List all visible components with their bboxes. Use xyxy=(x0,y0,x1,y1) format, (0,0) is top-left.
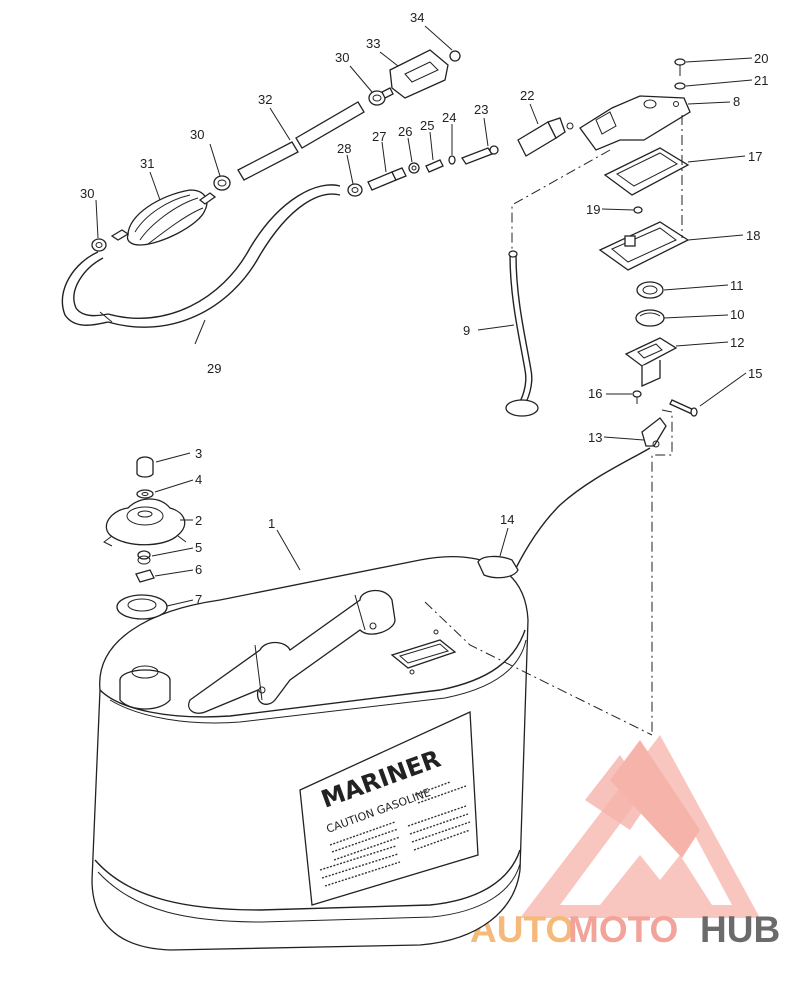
leader-lines xyxy=(95,25,753,607)
gasket-17 xyxy=(603,147,690,196)
label-32: 32 xyxy=(258,92,272,107)
screw-20 xyxy=(674,58,686,76)
label-28: 28 xyxy=(337,141,351,156)
o-ring-34 xyxy=(449,50,461,62)
hose-clamp-30-left xyxy=(91,238,107,252)
label-10: 10 xyxy=(730,307,744,322)
vent-screw-3 xyxy=(136,456,154,478)
pickup-tube-9 xyxy=(505,250,539,417)
label-24: 24 xyxy=(442,110,456,125)
check-valve-23 xyxy=(461,145,499,165)
label-18: 18 xyxy=(746,228,760,243)
label-30-left: 30 xyxy=(80,186,94,201)
label-11: 11 xyxy=(730,278,744,293)
o-ring-11 xyxy=(636,281,664,299)
hose-32 xyxy=(237,101,365,181)
label-22: 22 xyxy=(520,88,534,103)
wordmark-hub: HUB xyxy=(700,909,780,950)
filler-cap-2 xyxy=(103,498,187,547)
label-27: 27 xyxy=(372,129,386,144)
label-30-middle: 30 xyxy=(190,127,204,142)
fitting-25 xyxy=(425,159,444,173)
label-2: 2 xyxy=(195,513,202,528)
valve-body-22 xyxy=(517,117,574,157)
label-25: 25 xyxy=(420,118,434,133)
wordmark-moto: MOTO xyxy=(568,909,678,950)
label-17: 17 xyxy=(748,149,762,164)
fuel-hose-29 xyxy=(61,184,341,328)
label-23: 23 xyxy=(474,102,488,117)
label-4: 4 xyxy=(195,472,202,487)
gauge-housing-12 xyxy=(624,337,678,388)
washer-21 xyxy=(674,82,686,90)
label-15: 15 xyxy=(748,366,762,381)
automotohub-logo xyxy=(520,735,760,918)
label-3: 3 xyxy=(195,446,202,461)
label-8: 8 xyxy=(733,94,740,109)
label-7: 7 xyxy=(195,592,202,607)
label-9: 9 xyxy=(463,323,470,338)
label-16: 16 xyxy=(588,386,602,401)
label-21: 21 xyxy=(754,73,768,88)
connector-33 xyxy=(381,49,449,99)
screw-15 xyxy=(669,399,698,417)
fitting-27 xyxy=(367,167,407,191)
gasket-7 xyxy=(116,594,168,620)
label-13: 13 xyxy=(588,430,602,445)
screw-16 xyxy=(632,390,642,404)
gauge-base-18 xyxy=(598,221,690,271)
washer-26 xyxy=(408,162,420,174)
automotohub-wordmark: AUTO MOTO HUB xyxy=(470,909,780,950)
label-12: 12 xyxy=(730,335,744,350)
label-6: 6 xyxy=(195,562,202,577)
label-1: 1 xyxy=(268,516,275,531)
part-numbers: 1 2 3 4 5 6 7 8 9 10 11 12 13 14 15 16 1… xyxy=(80,10,768,607)
tank-fine-print xyxy=(319,781,471,887)
primer-bulb-31 xyxy=(110,189,217,246)
mount-plate-8 xyxy=(579,95,691,151)
spring-5 xyxy=(137,550,151,565)
clip-6 xyxy=(135,569,155,583)
label-30-top: 30 xyxy=(335,50,349,65)
label-20: 20 xyxy=(754,51,768,66)
label-5: 5 xyxy=(195,540,202,555)
float-arm-13 xyxy=(641,417,667,448)
washer-4 xyxy=(136,489,154,499)
assembly-lines xyxy=(424,115,683,736)
fuel-tank: MARINER CAUTION GASOLINE xyxy=(91,555,529,951)
gauge-lens-10 xyxy=(635,309,665,327)
hose-clamp-30-middle xyxy=(213,175,231,191)
label-34: 34 xyxy=(410,10,424,25)
label-29: 29 xyxy=(207,361,221,376)
o-ring-24 xyxy=(448,155,456,165)
screw-19 xyxy=(633,206,643,214)
clamp-28 xyxy=(347,183,363,197)
label-31: 31 xyxy=(140,156,154,171)
label-19: 19 xyxy=(586,202,600,217)
label-26: 26 xyxy=(398,124,412,139)
float-14 xyxy=(477,447,651,579)
label-33: 33 xyxy=(366,36,380,51)
label-14: 14 xyxy=(500,512,514,527)
